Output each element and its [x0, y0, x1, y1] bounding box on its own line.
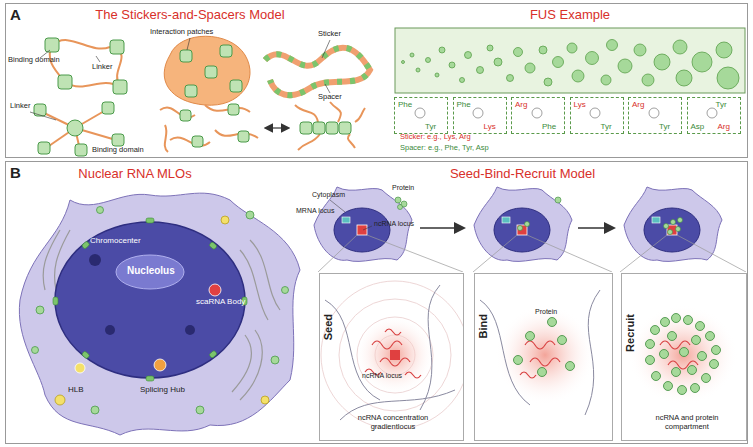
- node-text: Asp: [691, 122, 705, 131]
- residue-pair-box: PheTyr: [394, 97, 448, 134]
- stage-inset: Recruit ncRNA and protein compartment: [621, 273, 747, 441]
- node-text: Tyr: [425, 122, 436, 131]
- node-text: Lys: [574, 100, 586, 109]
- node-text: Tyr: [659, 122, 670, 131]
- node-text: ncRNA locus: [362, 372, 402, 380]
- node-text: Arg: [632, 100, 644, 109]
- part-label: Spacer: [318, 93, 342, 102]
- part-label: Linker: [10, 102, 30, 111]
- part-label: Cytoplasm: [312, 191, 345, 199]
- node-text: Lys: [484, 122, 496, 131]
- panel-letter: B: [10, 164, 21, 181]
- part-label: Protein: [392, 184, 414, 192]
- organelle-label: Chromocenter: [90, 236, 141, 245]
- panel-title: The Stickers-and-Spacers Model: [20, 8, 360, 23]
- key-note: Spacer: e.g., Phe, Tyr, Asp: [400, 144, 489, 153]
- node-text: ncRNA concentration gradientlocus: [338, 414, 448, 431]
- part-label: Binding domain: [92, 146, 144, 155]
- node-text: Phe: [398, 100, 412, 109]
- part-label: Interaction patches: [150, 28, 213, 37]
- node-text: Phe: [542, 122, 556, 131]
- part-label: Sticker: [318, 30, 341, 39]
- key-note: Sticker: e.g., Lys, Arg: [400, 133, 471, 142]
- part-label: ncRNA locus: [374, 220, 414, 228]
- organelle-label: Nucleolus: [127, 265, 175, 277]
- node-text: Seed: [322, 314, 335, 340]
- part-label: MRNA locus: [296, 207, 335, 215]
- organelle-label: HLB: [68, 385, 84, 394]
- panel-letter: A: [10, 6, 21, 23]
- panel-title: Seed-Bind-Recruit Model: [300, 167, 745, 182]
- residue-pair-box: LysTyr: [570, 97, 624, 134]
- part-label: Linker: [92, 63, 112, 72]
- panel-frame: APheTyrPheLysArgPheLysTyrArgTyrTyrAspArg: [5, 3, 748, 158]
- organelle-label: Splicing Hub: [140, 385, 185, 394]
- part-label: Binding domain: [8, 56, 60, 65]
- node-text: Phe: [457, 100, 471, 109]
- panel-frame: B Seed ncRNA locus ncRNA concentration grad…: [5, 161, 748, 444]
- node-text: Recruit: [624, 314, 637, 352]
- node-text: Tyr: [716, 100, 727, 109]
- residue-pair-box: PheLys: [453, 97, 507, 134]
- node-text: ncRNA and protein compartment: [634, 414, 740, 431]
- residue-pair-box: ArgPhe: [511, 97, 565, 134]
- node-text: Bind: [477, 314, 490, 338]
- node-text: Protein: [535, 308, 557, 316]
- stage-inset: Bind Protein: [474, 273, 613, 441]
- stage-inset: Seed ncRNA locus ncRNA concentration gradi…: [319, 273, 464, 441]
- residue-pair-box: TyrAsp Arg: [687, 97, 741, 134]
- panel-title: Nuclear RNA MLOs: [10, 167, 260, 182]
- node-text: Tyr: [601, 122, 612, 131]
- organelle-label: scaRNA Body: [196, 297, 245, 306]
- node-text: Arg: [515, 100, 527, 109]
- residue-pair-box: ArgTyr: [628, 97, 682, 134]
- panel-title: FUS Example: [395, 8, 745, 23]
- node-text: Arg: [718, 122, 730, 131]
